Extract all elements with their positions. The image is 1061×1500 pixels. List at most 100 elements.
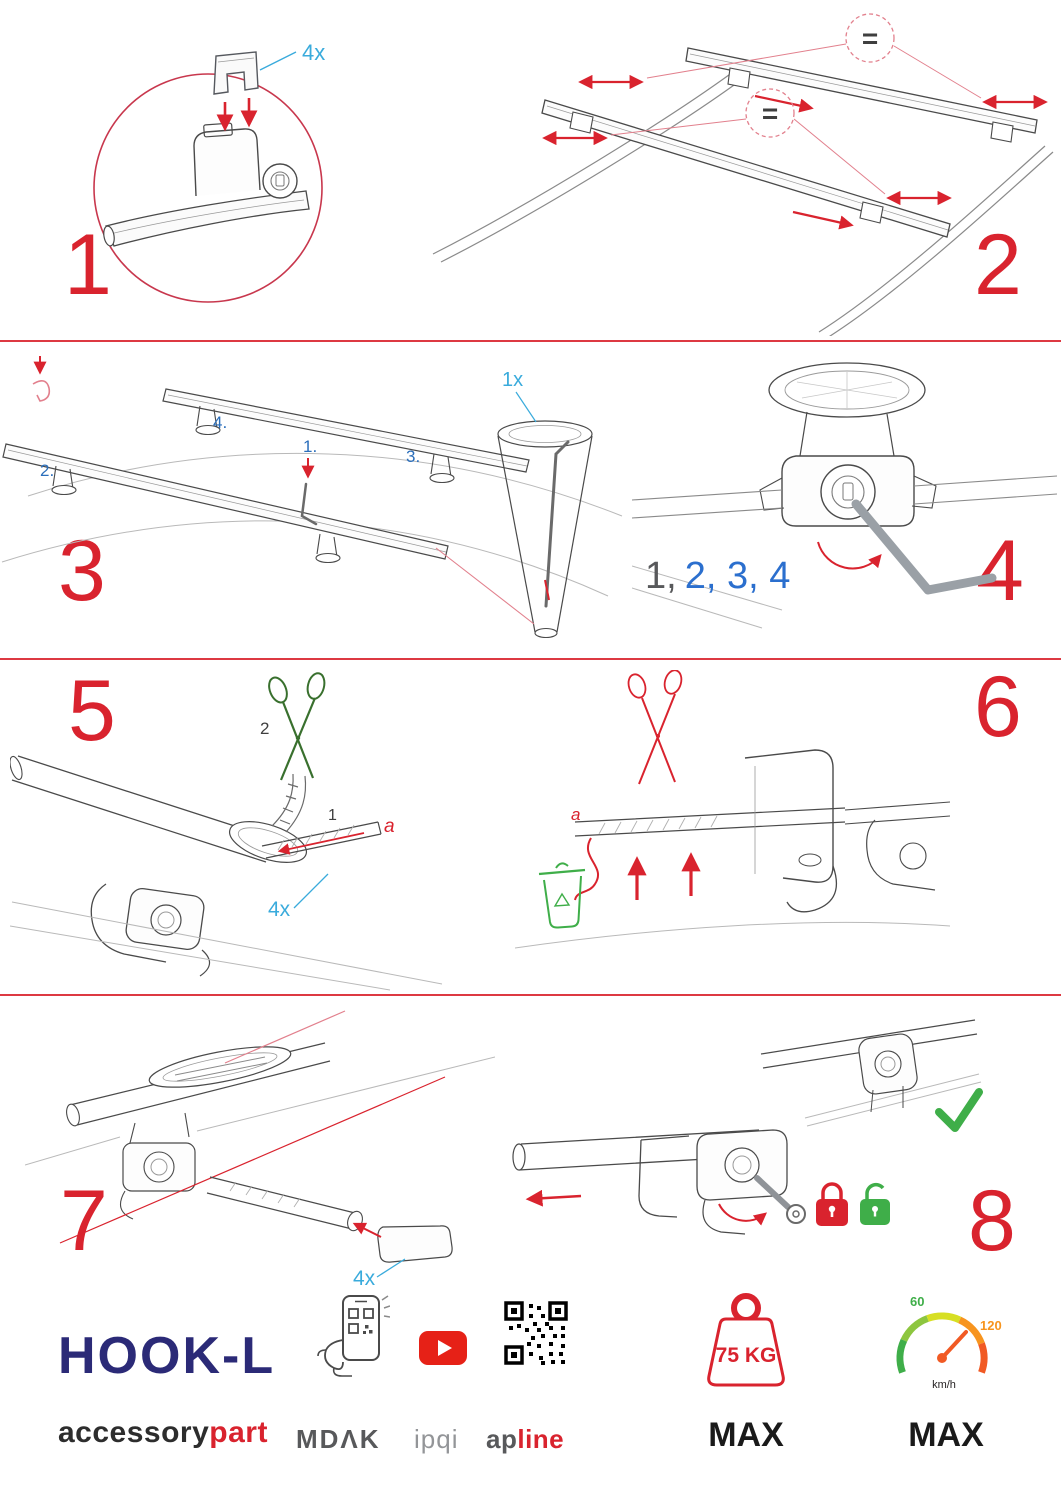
product-name: HOOK-L — [58, 1327, 276, 1385]
equal-sign: = — [762, 98, 778, 129]
allen-key-icon — [300, 482, 318, 526]
crossbar-drawing — [103, 190, 310, 247]
pull-label: 1 — [328, 807, 337, 824]
crossbar-rear-drawing — [162, 388, 530, 473]
hook-shape — [32, 380, 51, 402]
key-drawing — [754, 1175, 806, 1224]
rotate-arrow-icon — [718, 1203, 768, 1226]
logo-apline: apline — [486, 1424, 564, 1455]
rotate-arrow-icon — [817, 541, 882, 570]
step-5-illustration: 2 1 a 4x — [10, 672, 443, 991]
quantity-leader-line — [376, 1258, 406, 1278]
allen-key-icon — [851, 499, 997, 595]
section-divider-1 — [0, 340, 1061, 342]
clamp-foot-drawing — [90, 883, 211, 977]
step-8-illustration — [512, 1019, 983, 1235]
speed-max-value: 120 — [980, 1318, 1002, 1333]
sequence-first: 1, — [645, 555, 677, 597]
substep-3-label: 3. — [406, 447, 420, 466]
qr-code-icon — [504, 1301, 568, 1365]
slide-arrow-icon — [525, 1189, 582, 1207]
scissors-icon — [268, 672, 326, 781]
step-7-illustration: 4x — [25, 1010, 495, 1290]
substep-4-label: 4. — [213, 413, 227, 432]
step-1-illustration: 4x — [93, 40, 325, 303]
youtube-play-icon — [419, 1331, 467, 1365]
crossbar-drawing — [10, 755, 308, 863]
mount-feet — [51, 405, 455, 564]
strap-band — [271, 773, 307, 833]
magnifier-circle-icon — [93, 73, 323, 303]
step-5-quantity-label: 4x — [268, 898, 291, 921]
bar-opening-drawing — [66, 1010, 346, 1127]
quantity-leader-line — [515, 391, 537, 423]
crossbar-front-drawing — [2, 443, 449, 560]
scissors-icon — [627, 670, 683, 785]
cut-label: 2 — [260, 719, 269, 738]
strap-end-bar — [261, 821, 382, 859]
logo-ipqi: ipqi — [414, 1424, 459, 1454]
checkmark-icon — [935, 1088, 983, 1132]
right-clamp-drawing — [844, 801, 950, 891]
section-divider-3 — [0, 994, 1061, 996]
roof-lines — [632, 565, 783, 629]
recycle-bin-icon — [538, 862, 586, 929]
quantity-leader-line — [293, 873, 329, 909]
crossbar-front-drawing — [541, 99, 951, 238]
strap-a-label: a — [384, 816, 395, 837]
substep-2-label: 2. — [40, 461, 54, 480]
bar-with-clamps — [512, 1129, 788, 1235]
substep-1-label: 1. — [303, 437, 317, 456]
step-3-illustration: 1x 4. 1. 3. 2. — [1, 356, 623, 639]
strap-bar-drawing — [574, 807, 846, 837]
leader-line — [59, 1076, 446, 1244]
clamp-tower-drawing — [193, 122, 298, 199]
roof-lines — [10, 901, 443, 991]
lock-open-icon — [860, 1182, 890, 1225]
weight-limit-value: 75 KG — [716, 1344, 777, 1367]
speed-unit-label: km/h — [932, 1379, 956, 1391]
section-divider-2 — [0, 658, 1061, 660]
step-1-quantity-label: 4x — [302, 40, 325, 65]
mounted-clamp-top-view — [760, 1019, 982, 1127]
roof-line — [515, 921, 950, 949]
brand-prefix: accessory — [58, 1416, 210, 1449]
speed-max-label: MAX — [908, 1416, 984, 1454]
measure-arrows — [542, 74, 1048, 230]
speed-min-value: 60 — [910, 1294, 924, 1309]
speedometer-needle — [940, 1330, 968, 1360]
equals-badge-icon: = — [646, 13, 982, 99]
logo-apline-suffix: line — [517, 1424, 565, 1454]
end-cap-drawing — [206, 1176, 453, 1263]
logo-mdak: MDΛK — [296, 1424, 381, 1454]
cut-strap-piece — [574, 837, 599, 901]
step-7-number: 7 — [60, 1173, 108, 1269]
clamp-leg-drawing — [25, 1056, 495, 1220]
crossbar-rear-drawing — [685, 47, 1038, 143]
lock-closed-icon — [816, 1182, 848, 1226]
speed-limit-icon: 60 120 km/h — [896, 1294, 1002, 1391]
bar-end-top-view — [768, 362, 926, 457]
tightening-sequence-label: 1,2, 3, 4 — [645, 555, 791, 598]
step-4-number: 4 — [976, 523, 1024, 619]
allen-key-icon — [544, 440, 570, 608]
leader-line — [435, 547, 535, 625]
strap-bracket-part — [213, 51, 259, 95]
weight-limit-icon: 75 KG — [707, 1293, 785, 1387]
strap-a-label: a — [571, 805, 580, 824]
step-8-number: 8 — [968, 1173, 1016, 1269]
quantity-leader-line — [259, 51, 297, 71]
logo-apline-prefix: ap — [486, 1424, 518, 1454]
equal-sign: = — [862, 23, 878, 54]
sequence-rest: 2, 3, 4 — [684, 555, 791, 597]
equals-badge-icon: = — [610, 88, 886, 195]
foot-bracket-drawing — [744, 749, 838, 913]
step-3-quantity-label: 1x — [502, 369, 523, 391]
bar-behind — [632, 475, 1057, 519]
brand-suffix: part — [209, 1416, 268, 1449]
step-3-number: 3 — [58, 523, 106, 619]
brand-logo: accessorypart — [58, 1416, 268, 1449]
step-6-number: 6 — [974, 659, 1022, 755]
step-5-number: 5 — [68, 663, 116, 759]
step-2-illustration: = = — [432, 13, 1054, 336]
